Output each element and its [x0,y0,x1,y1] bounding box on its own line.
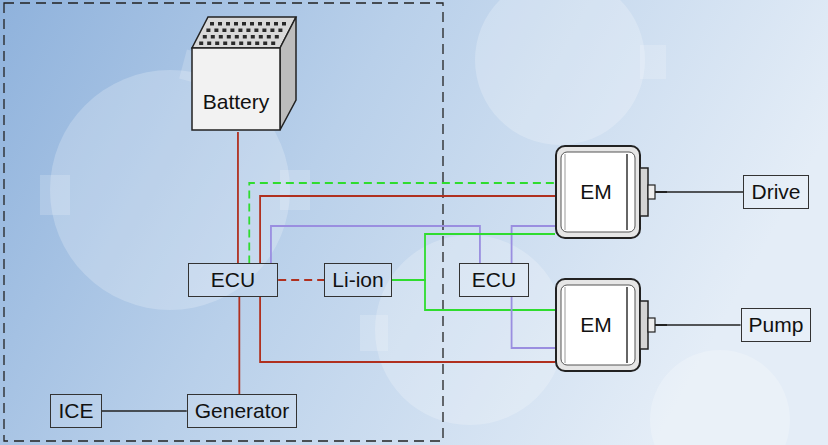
wire-connector [260,196,555,263]
component-box: Pump [741,308,812,341]
wire-connector [260,297,555,362]
component-label: Generator [195,398,290,423]
component-box: ECU [188,263,278,296]
component-label: ECU [211,267,255,292]
system-boundary [4,3,443,441]
component-label: ECU [472,267,516,292]
wire-connector [237,132,239,263]
wire-connector [512,226,555,263]
component-box: Li-ion [324,263,391,296]
component-label: EM [580,312,612,337]
wire-connector [667,324,741,326]
battery-icon: Battery [188,14,300,132]
battery-shape [188,14,300,132]
wire-connector [249,183,555,263]
component-box: Generator [187,394,298,427]
wire-connector [102,410,187,412]
wire-connector [271,226,480,263]
motor-icon: EM [555,275,667,375]
wire-connector [238,297,240,395]
component-box: ICE [50,394,101,427]
component-label: EM [580,179,612,204]
component-label: Pump [749,312,804,337]
motor-icon: EM [555,142,667,242]
component-label: Li-ion [332,267,383,292]
gear-watermark [50,0,790,445]
component-label: Drive [751,179,800,204]
wire-connector [667,191,743,193]
component-label: ICE [58,398,93,423]
wire-connector [512,297,555,348]
wire-connector [278,279,324,281]
component-box: Drive [743,175,808,208]
component-box: ECU [459,263,529,296]
component-label: Battery [203,89,270,114]
